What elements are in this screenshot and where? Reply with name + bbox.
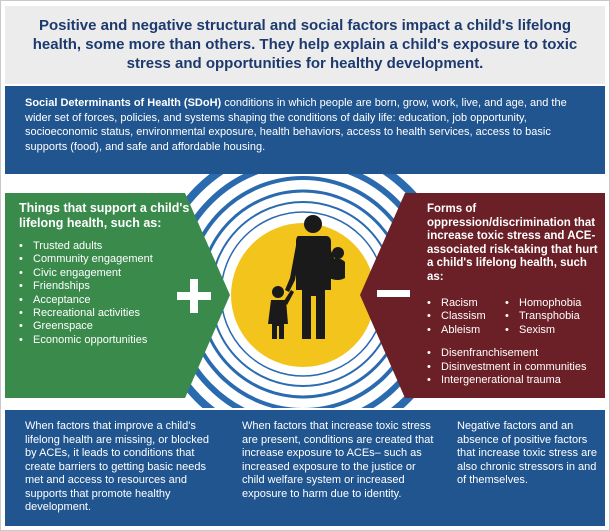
consequence-missing-positive: When factors that improve a child's life…: [25, 420, 210, 513]
negative-factors-col-1: Racism Classism Ableism: [427, 297, 505, 338]
headline: Positive and negative structural and soc…: [32, 17, 578, 72]
list-item: Homophobia: [505, 297, 581, 311]
list-item: Civic engagement: [19, 267, 194, 281]
list-item: Trusted adults: [19, 240, 194, 254]
list-item: Transphobia: [505, 310, 581, 324]
list-item: Economic opportunities: [19, 334, 194, 348]
list-item: Recreational activities: [19, 307, 194, 321]
list-item: Classism: [427, 310, 505, 324]
sdoh-definition: Social Determinants of Health (SDoH) con…: [25, 96, 595, 154]
positive-factors-list: Trusted adults Community engagement Civi…: [19, 240, 194, 348]
list-item: Community engagement: [19, 253, 194, 267]
consequences-panel: [5, 410, 605, 526]
list-item: Greenspace: [19, 320, 194, 334]
plus-icon: [177, 279, 211, 313]
list-item: Racism: [427, 297, 505, 311]
list-item: Acceptance: [19, 294, 194, 308]
positive-factors-title: Things that support a child's lifelong h…: [19, 201, 190, 230]
positive-factors: Things that support a child's lifelong h…: [19, 201, 194, 348]
list-item: Disenfranchisement: [427, 347, 602, 361]
list-item: Sexism: [505, 324, 581, 338]
negative-factors-grid: Racism Classism Ableism Homophobia Trans…: [427, 297, 602, 338]
list-item: Disinvestment in communities: [427, 361, 602, 375]
sdoh-definition-text: conditions in which people are born, gro…: [25, 97, 567, 153]
negative-factors-col-2: Homophobia Transphobia Sexism: [505, 297, 581, 338]
headline-banner: Positive and negative structural and soc…: [5, 6, 605, 84]
sdoh-term: Social Determinants of Health (SDoH): [25, 97, 222, 109]
sdoh-definition-panel: Social Determinants of Health (SDoH) con…: [5, 86, 605, 174]
consequence-chronic-stressors: Negative factors and an absence of posit…: [457, 420, 598, 486]
central-graphic: [5, 174, 605, 408]
list-item: Ableism: [427, 324, 505, 338]
consequence-toxic-stress: When factors that increase toxic stress …: [242, 420, 434, 500]
adult-holding-baby-and-child-icon: [268, 215, 345, 339]
minus-icon: [377, 290, 410, 297]
negative-factors-list: Disenfranchisement Disinvestment in comm…: [427, 347, 602, 388]
list-item: Intergenerational trauma: [427, 374, 602, 388]
negative-factors-title: Forms of oppression/discrimination that …: [427, 203, 598, 283]
negative-factors: Forms of oppression/discrimination that …: [427, 203, 602, 388]
list-item: Friendships: [19, 280, 194, 294]
